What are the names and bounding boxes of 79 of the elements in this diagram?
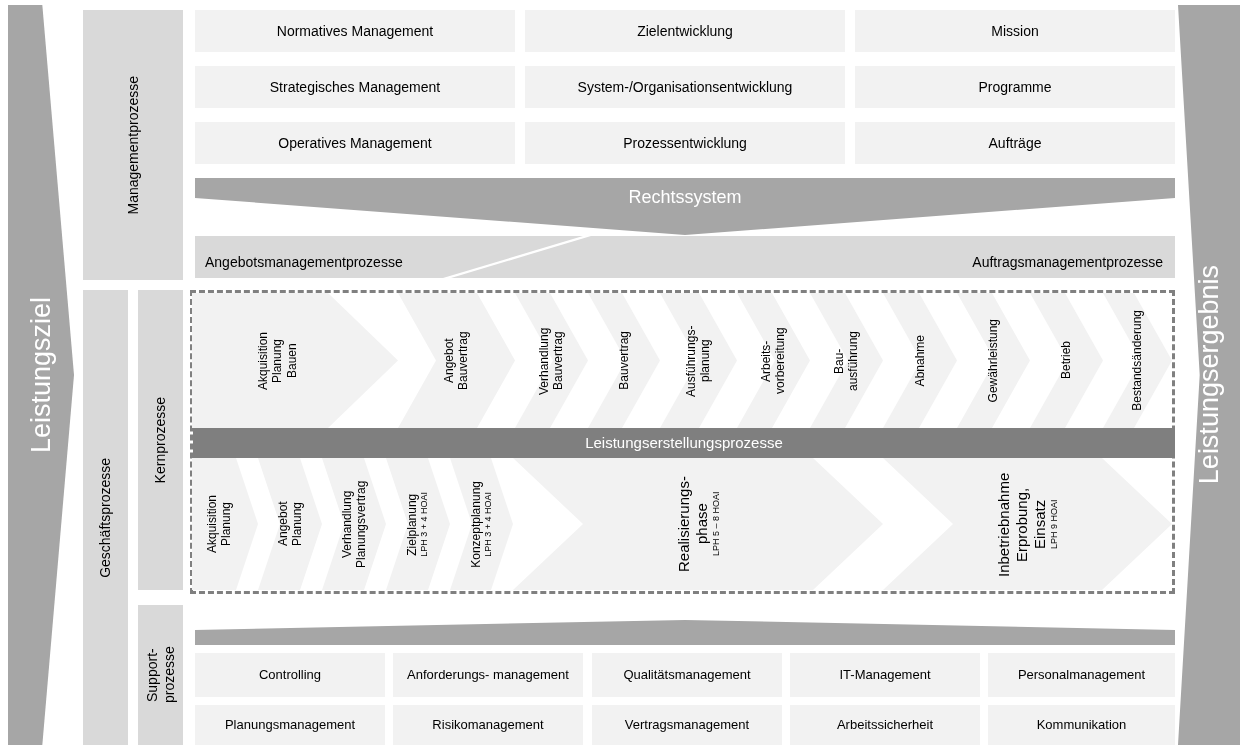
category-band	[138, 290, 183, 590]
dashed-frame	[190, 290, 1175, 594]
roof-band	[195, 620, 1175, 645]
process-label: Angebot Bauvertrag	[442, 330, 471, 392]
process-step	[1103, 293, 1172, 428]
process-label: Managementprozesse	[124, 75, 142, 215]
process-step	[883, 458, 1172, 590]
process-label: System-/Organisationsentwicklung	[577, 78, 793, 96]
process-label: Arbeits- vorbereitung	[759, 326, 788, 396]
direction-chevron	[8, 5, 74, 745]
process-band	[195, 236, 598, 278]
process-label: Controlling	[258, 667, 322, 683]
process-label: Zielentwicklung	[637, 22, 733, 40]
process-step	[810, 293, 883, 428]
process-label: Planungsmanagement	[224, 717, 356, 733]
process-label: Vertragsmanagement	[624, 717, 750, 733]
process-step	[660, 293, 737, 428]
process-step	[588, 293, 660, 428]
category-band	[83, 10, 183, 280]
process-label: Betrieb	[1059, 341, 1074, 380]
process-label: Bau- ausführung	[832, 329, 861, 393]
process-label: Zielplanung	[405, 492, 420, 557]
process-label: Abnahme	[912, 334, 928, 387]
process-label: Verhandlung Planungsvertrag	[339, 479, 369, 570]
process-label: Aufträge	[988, 134, 1042, 152]
process-label: IT-Management	[839, 667, 931, 683]
process-step	[386, 458, 450, 590]
process-label: Programme	[978, 78, 1052, 96]
process-label: Risikomanagement	[432, 717, 544, 733]
process-label: Leistungsergebnis	[1192, 265, 1225, 485]
phase-note: LPH 5 – 8 HOAI	[710, 490, 722, 559]
process-label: Auftragsmanagementprozesse	[972, 253, 1163, 271]
process-step	[192, 293, 398, 428]
process-label: Operatives Management	[278, 134, 432, 152]
process-label: Normatives Management	[276, 22, 434, 40]
process-step	[515, 293, 588, 428]
process-label: Leistungserstellungsprozesse	[585, 434, 783, 452]
process-label: Akquisition Planung	[205, 494, 234, 555]
process-label: Leistungsziel	[24, 296, 57, 454]
process-label: Anforderungs- management	[407, 667, 569, 683]
process-label: Inbetriebnahme Erprobung, Einsatz	[995, 470, 1050, 579]
process-step	[258, 458, 322, 590]
process-step	[883, 293, 957, 428]
process-label: Strategisches Management	[269, 78, 441, 96]
process-label: Ausführungs- planung	[684, 323, 713, 399]
process-label: Realisierungs- phase	[674, 475, 711, 574]
category-band	[138, 605, 183, 745]
process-label: Gewährleistung	[986, 318, 1001, 403]
process-label: Kommunikation	[1036, 717, 1127, 733]
process-label: Angebot Planung	[275, 500, 305, 549]
phase-note: LPH 3 + 4 HOAI	[419, 491, 431, 557]
process-step	[398, 293, 515, 428]
category-band	[83, 290, 128, 745]
process-bar	[193, 428, 1175, 458]
process-step	[1030, 293, 1103, 428]
process-label: Personalmanagement	[1017, 667, 1146, 683]
process-step	[737, 293, 810, 428]
process-label: Akquisition Planung Bauen	[255, 330, 300, 392]
process-label: Kernprozesse	[152, 396, 169, 484]
process-step	[957, 293, 1030, 428]
process-label: Support- prozesse	[143, 645, 178, 706]
process-label: Verhandlung Bauvertrag	[537, 325, 566, 397]
phase-note: LPH 3 + 4 HOAI	[483, 491, 495, 557]
funnel-band	[195, 178, 1175, 235]
process-label: Konzeptplanung	[468, 480, 483, 568]
process-label: Arbeitssicherheit	[836, 717, 934, 733]
process-step	[192, 458, 258, 590]
direction-chevron	[1178, 5, 1240, 745]
process-label: Rechtssystem	[628, 187, 742, 209]
process-label: Bestandsänderung	[1130, 310, 1145, 411]
process-label: Angebotsmanagementprozesse	[205, 253, 403, 271]
process-step	[322, 458, 386, 590]
process-step	[450, 458, 513, 590]
process-label: Geschäftsprozesse	[97, 457, 114, 578]
process-label: Mission	[991, 22, 1039, 40]
process-label: Qualitätsmanagement	[623, 667, 751, 683]
phase-note: LPH 9 HOAI	[1049, 498, 1060, 551]
process-label: Bauvertrag	[616, 331, 632, 390]
process-label: Prozessentwicklung	[623, 134, 747, 152]
